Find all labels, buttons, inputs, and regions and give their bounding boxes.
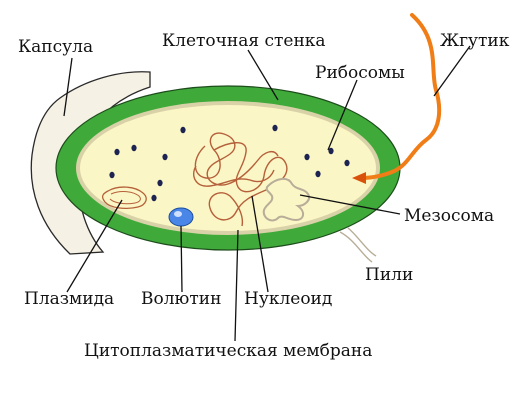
pili-line-1	[339, 231, 373, 263]
volutin-granule	[168, 207, 194, 227]
label-pili: Пили	[365, 265, 413, 285]
label-flagellum: Жгутик	[440, 31, 510, 51]
label-mesosome: Мезосома	[404, 206, 494, 226]
plasmid	[101, 186, 147, 209]
label-nucleoid: Нуклеоид	[244, 289, 332, 309]
label-volutin: Волютин	[141, 289, 221, 309]
label-cytoplasmic-membrane: Цитоплазматическая мембрана	[84, 341, 372, 361]
leader-lines	[63, 45, 471, 342]
flagellum	[358, 13, 442, 180]
label-cell-wall: Клеточная стенка	[162, 31, 326, 51]
label-ribosomes: Рибосомы	[315, 63, 405, 83]
pili-line-2	[347, 227, 377, 257]
label-capsule: Капсула	[18, 37, 93, 57]
nucleoid	[192, 132, 288, 227]
label-plasmid: Плазмида	[24, 289, 114, 309]
ribosomes	[109, 124, 350, 202]
cytoplasm	[80, 105, 376, 231]
mesosome	[262, 178, 310, 222]
